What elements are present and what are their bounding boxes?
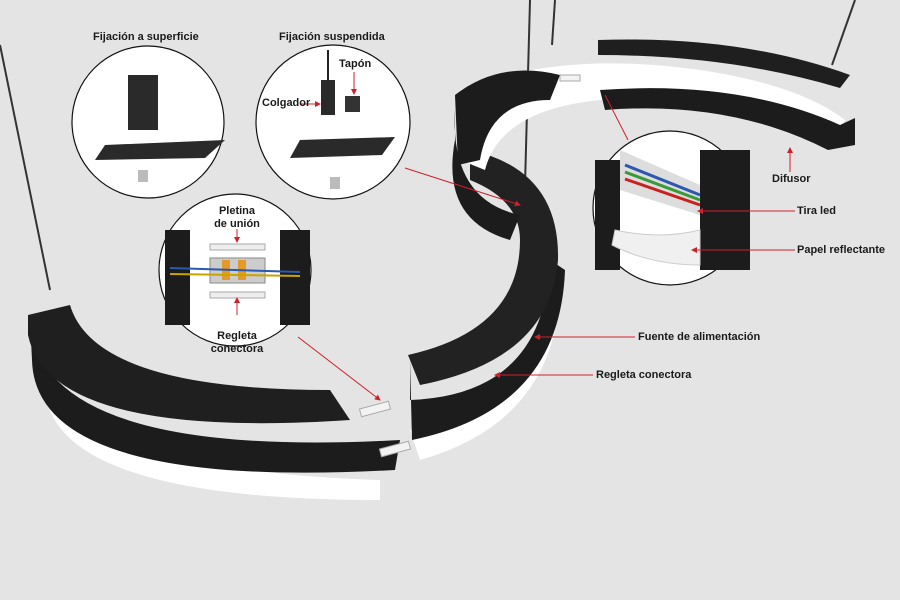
- middle-s-segment: [408, 110, 565, 460]
- reflector-label: Papel reflectante: [797, 244, 886, 256]
- joint-parts: [358, 74, 581, 458]
- hanger-label: Colgador: [262, 97, 311, 109]
- connector-strip-label: Regleta conectora: [596, 369, 692, 381]
- left-arc-segment: [28, 305, 400, 500]
- callout-lines: [234, 72, 795, 401]
- led-strip-label: Tira led: [797, 205, 836, 217]
- inset-led-detail: [592, 130, 750, 286]
- surface-mount-title: Fijación a superficie: [93, 31, 199, 43]
- inset-surface-mount: [71, 45, 225, 199]
- cap-label: Tapón: [339, 58, 372, 70]
- top-right-arc-segment: [455, 39, 855, 171]
- suspension-cables: [0, 0, 856, 291]
- joint-plate-label: Pletina de unión: [214, 205, 260, 230]
- inset-suspended-mount: [255, 44, 411, 200]
- diffuser-label: Difusor: [772, 173, 811, 185]
- joint-connector-label: Regleta conectora: [210, 330, 264, 355]
- inset-joint: [158, 193, 312, 347]
- power-supply-label: Fuente de alimentación: [638, 331, 761, 343]
- suspended-mount-title: Fijación suspendida: [279, 31, 385, 43]
